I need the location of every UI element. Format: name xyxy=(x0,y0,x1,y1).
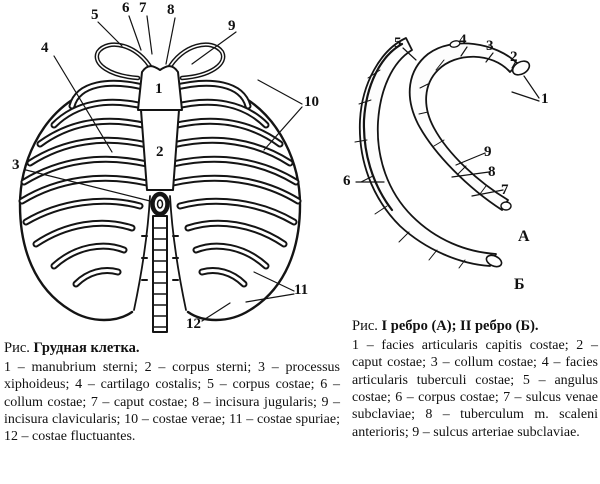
caption-ribs-prefix: Рис. xyxy=(352,318,378,334)
rib-label-1: 1 xyxy=(541,91,549,107)
caption-thorax-body: 1 – manubrium sterni; 2 – corpus sterni;… xyxy=(4,359,340,445)
caption-thorax: Рис. Грудная клетка. 1 – manubrium stern… xyxy=(4,340,340,446)
rib-letter-a: А xyxy=(518,228,530,245)
thorax-label-4: 4 xyxy=(41,40,49,56)
rib-label-8: 8 xyxy=(488,164,496,180)
rib-label-4: 4 xyxy=(459,32,467,48)
thorax-label-8: 8 xyxy=(167,2,175,18)
thorax-label-11: 11 xyxy=(294,282,309,298)
thorax-label-6: 6 xyxy=(122,0,130,16)
rib-label-3: 3 xyxy=(486,38,494,54)
caption-thorax-title: Грудная клетка. xyxy=(33,340,140,356)
ribs-drawing xyxy=(354,37,540,269)
thorax-label-12: 12 xyxy=(186,316,201,332)
thorax-label-1: 1 xyxy=(155,81,163,97)
caption-thorax-prefix: Рис. xyxy=(4,340,30,356)
caption-ribs-body: 1 – facies articularis capitis costae; 2… xyxy=(352,337,598,440)
rib-label-7: 7 xyxy=(501,182,509,198)
thorax-leader-lines xyxy=(25,15,303,322)
ribs-leader-lines xyxy=(355,46,540,197)
thorax-label-7: 7 xyxy=(139,0,147,16)
rib-letter-b: Б xyxy=(514,276,525,293)
thorax-label-10: 10 xyxy=(304,94,319,110)
caption-ribs-title: I ребро (А); II ребро (Б). xyxy=(381,318,539,334)
thorax-label-3: 3 xyxy=(12,157,20,173)
thorax-label-5: 5 xyxy=(91,7,99,23)
thorax-label-2: 2 xyxy=(156,144,164,160)
thorax-drawing xyxy=(20,15,303,333)
caption-ribs-title-line: Рис. I ребро (А); II ребро (Б). xyxy=(352,318,598,336)
caption-thorax-title-line: Рис. Грудная клетка. xyxy=(4,340,340,358)
anatomy-illustration xyxy=(0,15,540,333)
rib-label-5: 5 xyxy=(394,35,402,51)
rib-label-6: 6 xyxy=(343,173,351,189)
thorax-label-9: 9 xyxy=(228,18,236,34)
rib-label-9: 9 xyxy=(484,144,492,160)
caption-ribs: Рис. I ребро (А); II ребро (Б). 1 – faci… xyxy=(352,318,598,441)
rib-label-2: 2 xyxy=(510,49,518,65)
